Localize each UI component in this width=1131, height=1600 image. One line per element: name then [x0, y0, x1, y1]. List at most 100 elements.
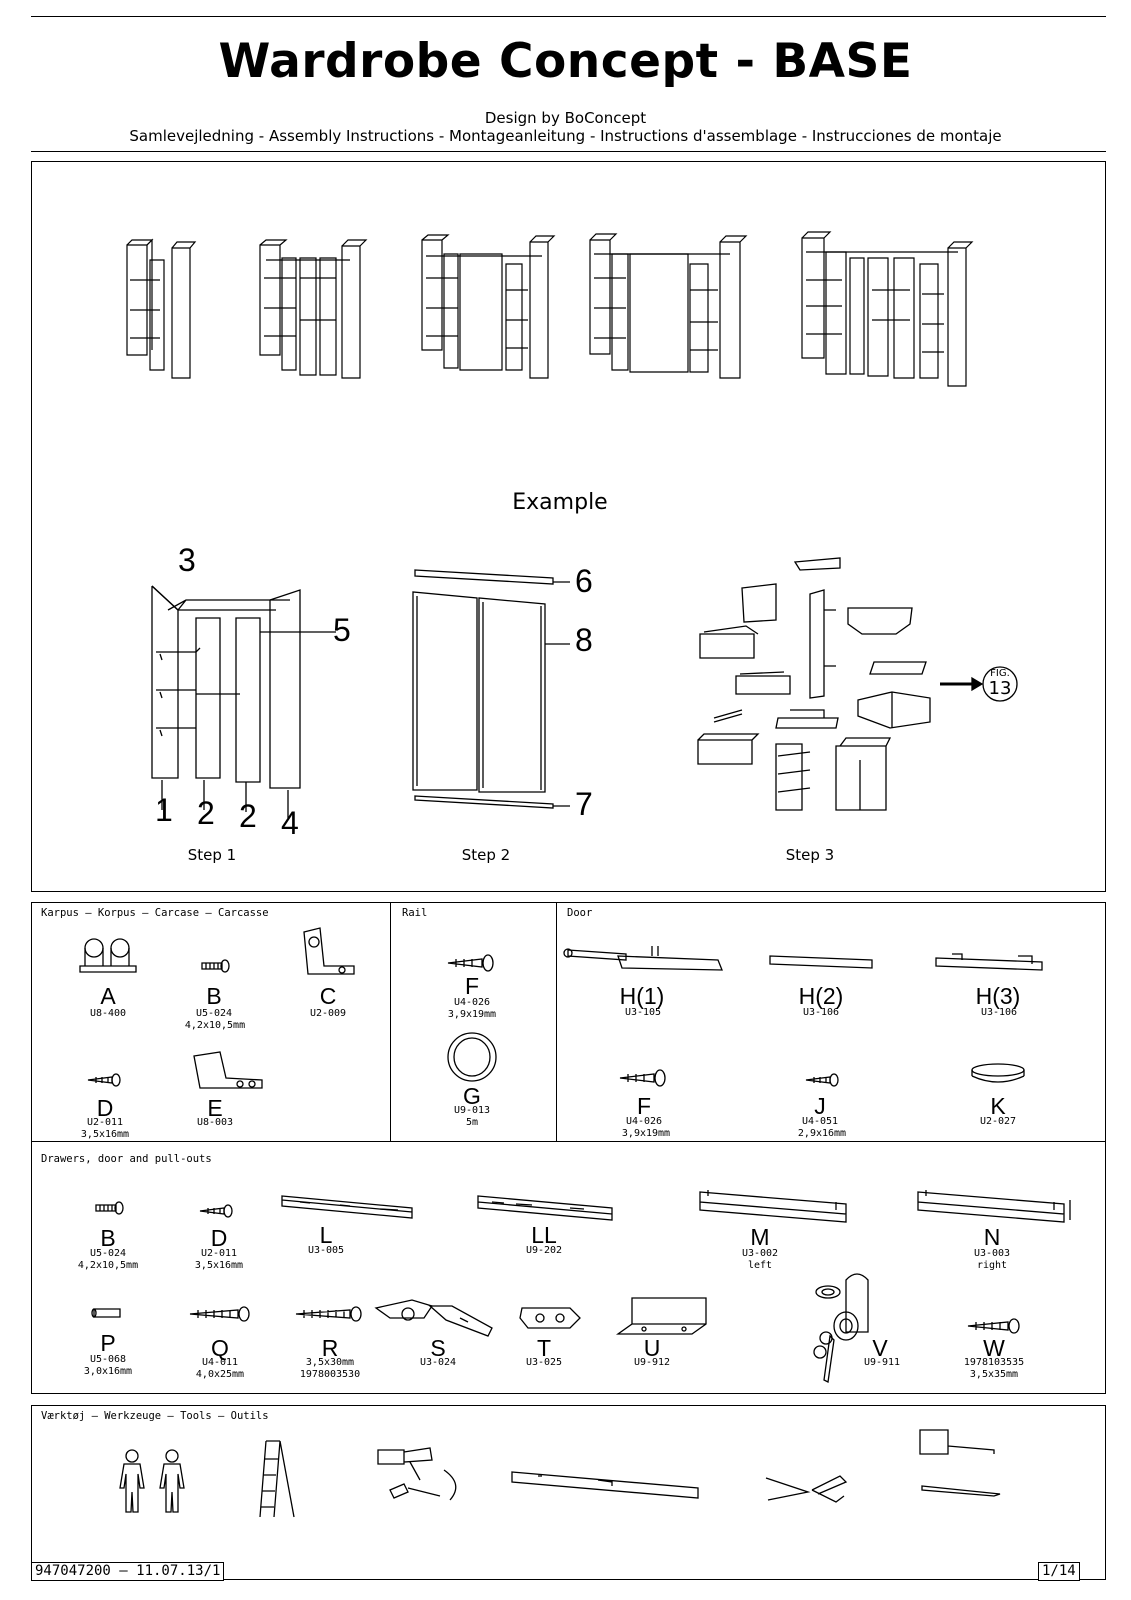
part-v-lock-icon [813, 1273, 869, 1383]
part-f-door-screw-icon [619, 1069, 666, 1087]
part-b-screw-icon [201, 959, 230, 973]
part-b-drawer-size: 4,2x10,5mm [77, 1260, 139, 1271]
part-g-letter: G [463, 1083, 481, 1109]
part-w-code: 1978103535 [963, 1357, 1025, 1368]
part-h2-icon [769, 955, 873, 969]
carcase-header: Karpus – Korpus – Carcase – Carcasse [41, 907, 269, 919]
step1-part-2b: 2 [239, 798, 257, 834]
part-p-dowel-icon [91, 1308, 121, 1318]
part-p-size: 3,0x16mm [83, 1366, 133, 1377]
part-d-drawer-screw-icon [199, 1204, 233, 1218]
part-l-runner-icon [281, 1195, 413, 1219]
step1-label: Step 1 [187, 846, 237, 864]
part-f-letter: F [464, 973, 480, 999]
step1-part-3: 3 [178, 542, 196, 578]
instructions-languages: Samlevejledning - Assembly Instructions … [129, 127, 1002, 145]
header-rule [31, 151, 1106, 152]
ladder-icon [259, 1440, 295, 1518]
step3-accessories-illustration [697, 557, 1018, 811]
part-w-size: 3,5x35mm [969, 1369, 1019, 1380]
part-m-rail-icon [699, 1190, 847, 1223]
step2-door-illustration [412, 569, 570, 809]
part-k-pad-icon [971, 1063, 1025, 1083]
part-a-code: U8-400 [89, 1008, 127, 1019]
part-w-letter: W [983, 1335, 1005, 1361]
part-e-code: U8-003 [196, 1117, 234, 1128]
part-a-icon [79, 938, 137, 973]
part-s-code: U3-024 [419, 1357, 457, 1368]
part-c-bracket-icon [303, 927, 355, 975]
spirit-level-icon [511, 1471, 699, 1499]
part-t-code: U3-025 [525, 1357, 563, 1368]
designer-credit: Design by BoConcept [484, 109, 647, 127]
part-r-size: 1978003530 [299, 1369, 361, 1380]
part-t-clip-icon [519, 1307, 581, 1329]
part-u-bracket-icon [615, 1297, 707, 1335]
part-k-letter: K [990, 1093, 1006, 1119]
part-h1-letter: H(1) [619, 983, 665, 1009]
parts-divider-2 [556, 902, 557, 1142]
parts-divider-1 [390, 902, 391, 1142]
part-d-code: U2-011 [86, 1117, 124, 1128]
part-h1-icon [563, 946, 723, 971]
part-h3-letter: H(3) [975, 983, 1021, 1009]
part-g-ring-icon [447, 1032, 497, 1082]
part-b-code: U5-024 [195, 1008, 233, 1019]
parts-panel [31, 902, 1106, 1394]
part-f-code: U4-026 [453, 997, 491, 1008]
step1-part-4: 4 [281, 805, 299, 841]
part-b-letter: B [206, 983, 222, 1009]
part-v-code: U9-911 [863, 1357, 901, 1368]
part-j-code: U4-051 [801, 1116, 839, 1127]
step2-part-6: 6 [575, 563, 593, 599]
step2-part-8: 8 [575, 622, 593, 658]
part-f-door-code: U4-026 [625, 1116, 663, 1127]
part-m-letter: M [750, 1224, 770, 1250]
part-j-letter: J [814, 1093, 826, 1119]
part-f-door-size: 3,9x19mm [621, 1128, 671, 1139]
part-p-code: U5-068 [89, 1354, 127, 1365]
part-d-drawer-size: 3,5x16mm [194, 1260, 244, 1271]
step1-part-2a: 2 [197, 795, 215, 831]
part-n-side: right [976, 1260, 1008, 1271]
part-q-letter: Q [211, 1335, 229, 1361]
part-g-code: U9-013 [453, 1105, 491, 1116]
part-s-hinge-icon [374, 1299, 493, 1337]
page-number: 1/14 [1038, 1562, 1080, 1581]
part-k-code: U2-027 [979, 1116, 1017, 1127]
part-h2-code: U3-106 [802, 1007, 840, 1018]
part-n-rail-icon [917, 1190, 1071, 1223]
tools-panel [31, 1405, 1106, 1580]
part-u-letter: U [643, 1335, 661, 1361]
part-p-letter: P [100, 1330, 116, 1356]
part-b-drawer-letter: B [100, 1225, 116, 1251]
part-q-size: 4,0x25mm [195, 1369, 245, 1380]
document-id: 947047200 – 11.07.13/1 [31, 1562, 225, 1581]
part-d-drawer-letter: D [210, 1225, 228, 1251]
part-b-drawer-screw-icon [95, 1201, 124, 1215]
top-rule [31, 16, 1106, 17]
part-f-size: 3,9x19mm [447, 1009, 497, 1020]
door-header: Door [567, 907, 593, 919]
fig-ref-label: FIG. [990, 668, 1010, 679]
part-b-drawer-code: U5-024 [89, 1248, 127, 1259]
part-w-screw-icon [967, 1318, 1020, 1334]
two-persons-icon [119, 1449, 185, 1513]
part-m-code: U3-002 [741, 1248, 779, 1259]
page-title: Wardrobe Concept - BASE [218, 34, 913, 89]
part-q-screw-icon [189, 1306, 250, 1322]
drill-and-screwdriver-icon [377, 1447, 457, 1501]
part-a-letter: A [100, 983, 116, 1009]
tools-header: Værktøj – Werkzeuge – Tools – Outils [41, 1410, 269, 1422]
part-h1-code: U3-105 [624, 1007, 662, 1018]
part-e-letter: E [207, 1095, 223, 1121]
rail-header: Rail [402, 907, 428, 919]
part-f-screw-icon [447, 954, 494, 972]
part-d-drawer-code: U2-011 [200, 1248, 238, 1259]
part-n-code: U3-003 [973, 1248, 1011, 1259]
part-j-size: 2,9x16mm [797, 1128, 847, 1139]
fig-ref-number: 13 [988, 678, 1012, 699]
part-f-door-letter: F [636, 1093, 652, 1119]
part-u-code: U9-912 [633, 1357, 671, 1368]
part-d-size: 3,5x16mm [80, 1129, 130, 1140]
